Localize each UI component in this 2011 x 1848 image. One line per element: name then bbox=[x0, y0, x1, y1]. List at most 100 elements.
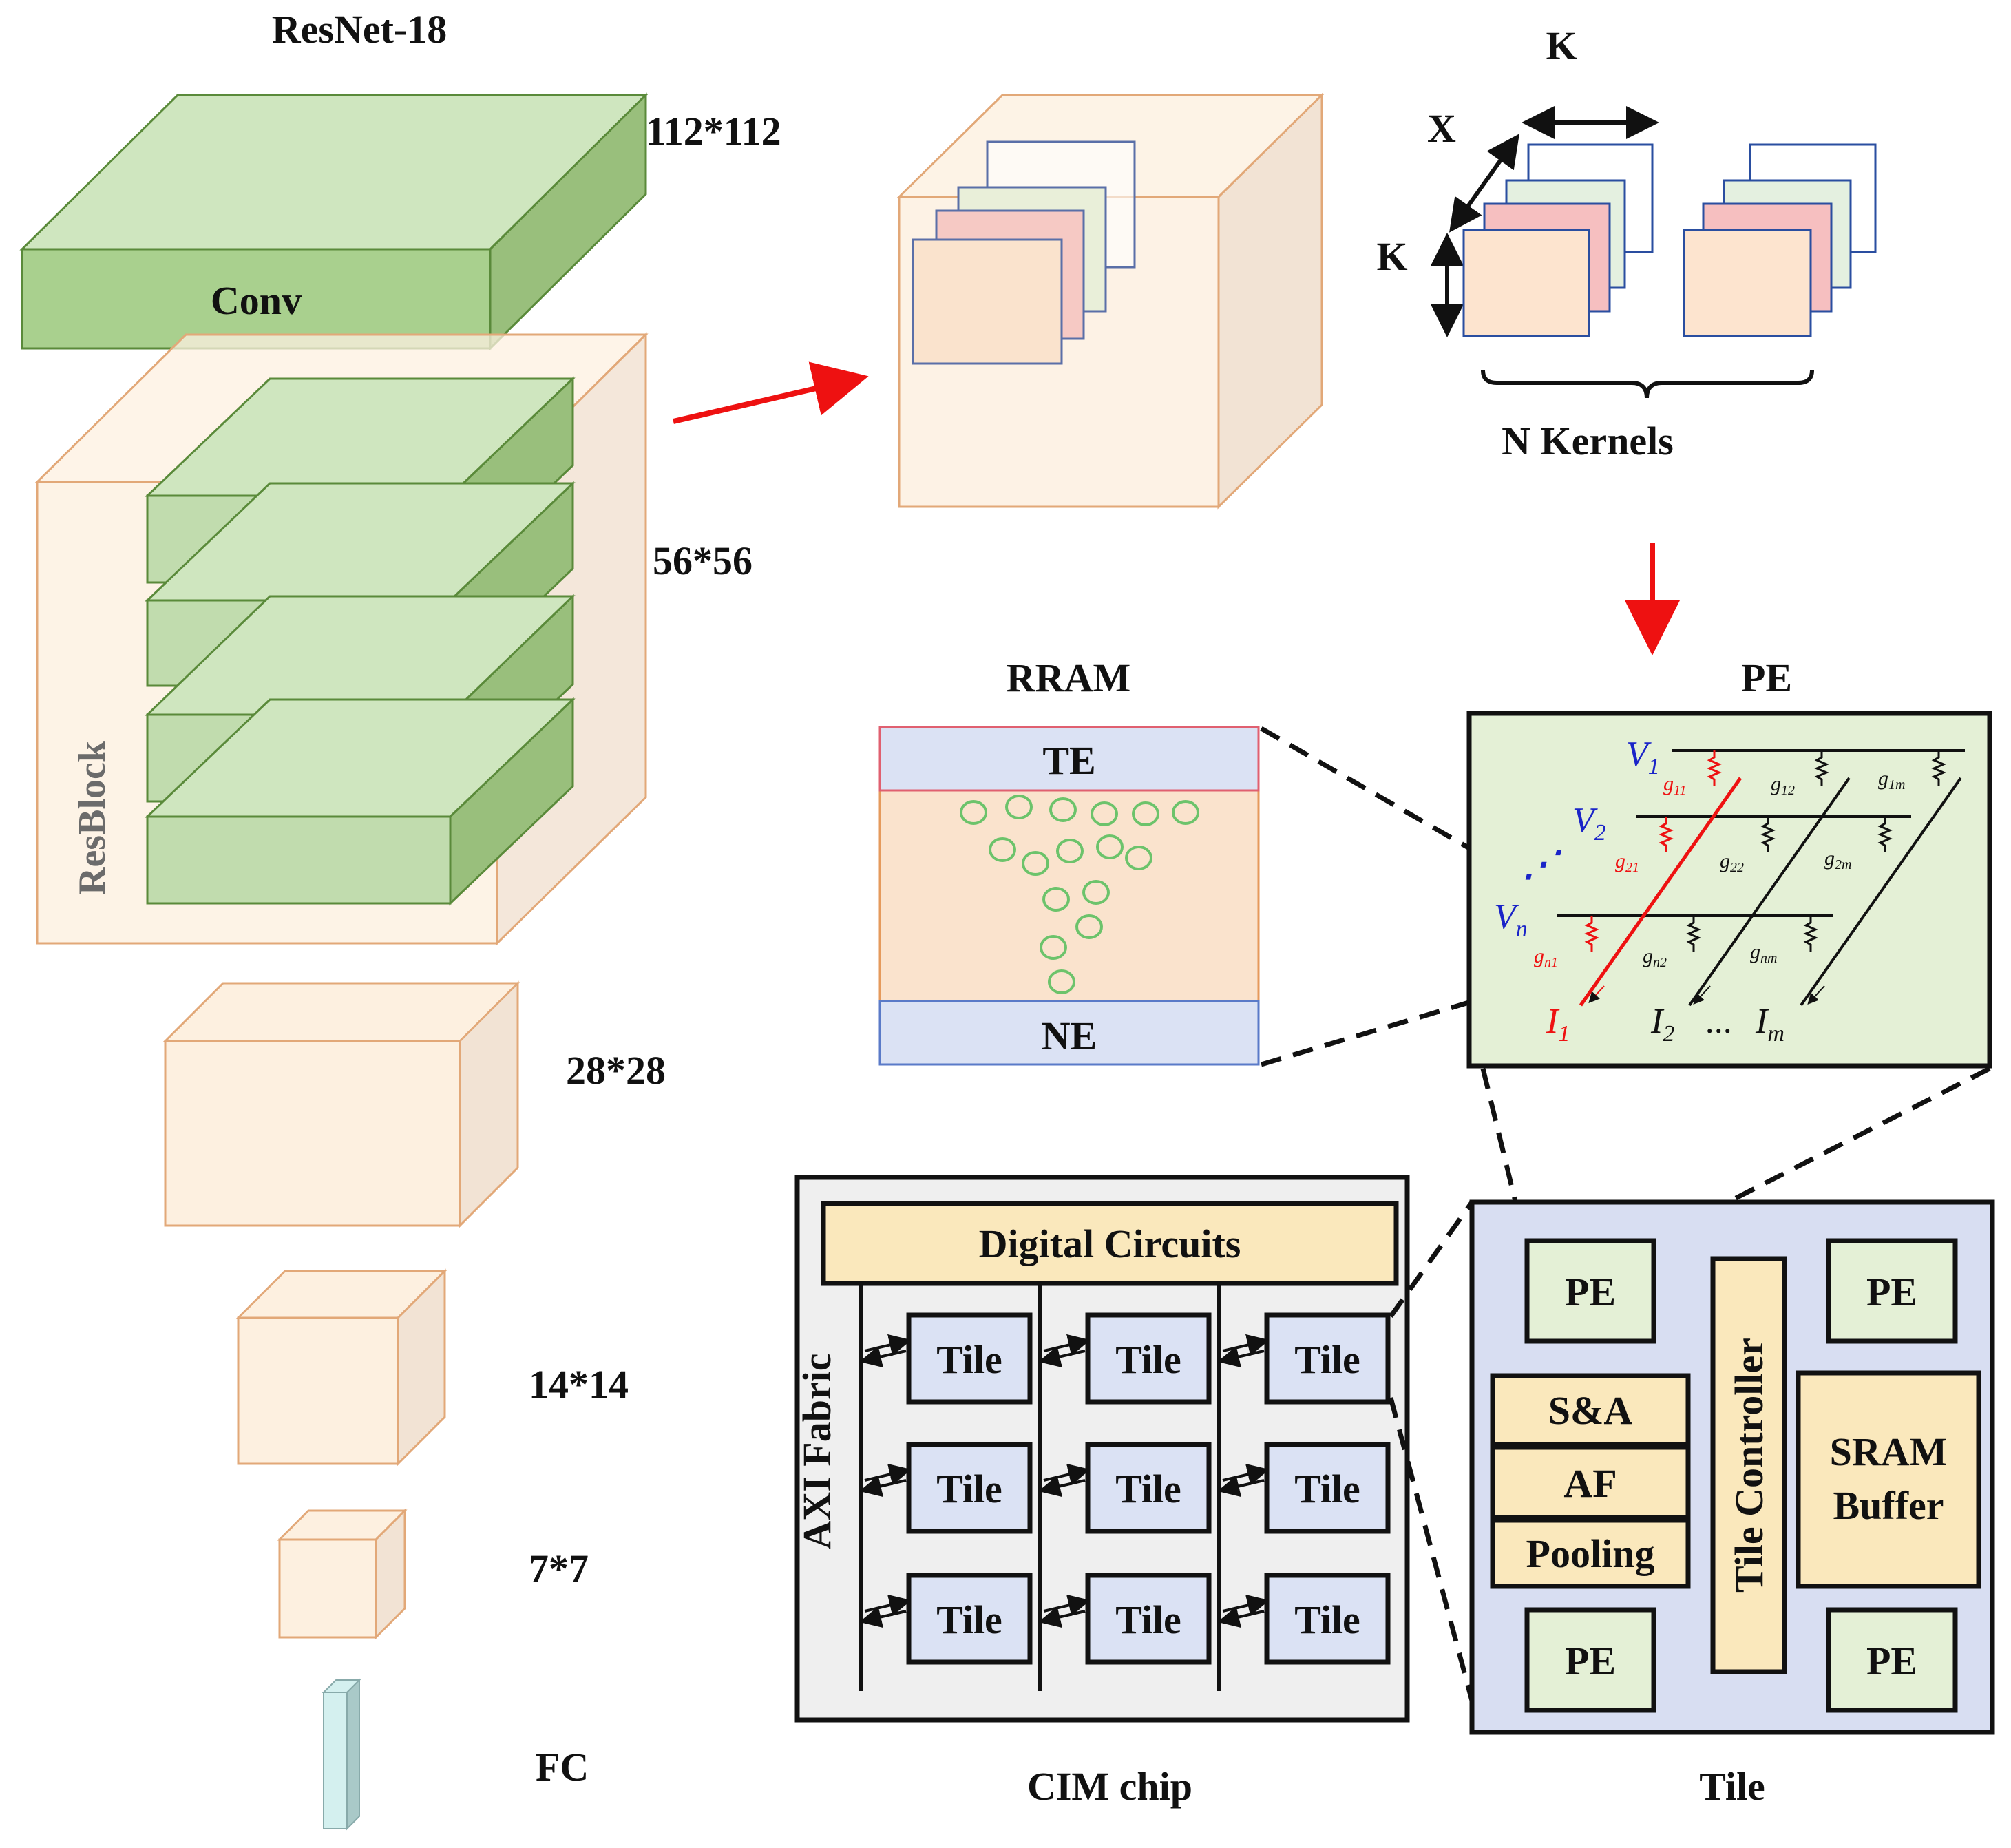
tile-caption: Tile bbox=[1699, 1764, 1765, 1809]
current-arrow-1 bbox=[1588, 985, 1605, 1003]
tile-controller-label: Tile Controller bbox=[1727, 1338, 1771, 1593]
chip-tile-label-5: Tile bbox=[1115, 1467, 1181, 1511]
resistor-g1m bbox=[1931, 750, 1946, 786]
rram-title: RRAM bbox=[1007, 655, 1130, 700]
chip-tile-label-9: Tile bbox=[1294, 1597, 1360, 1642]
tile-pe-1-label: PE bbox=[1565, 1270, 1616, 1314]
sram-buffer-block bbox=[1796, 1370, 1981, 1589]
feature-cube-7 bbox=[277, 1508, 408, 1640]
oxygen-vacancy-3 bbox=[1049, 797, 1077, 822]
pooling-label: Pooling bbox=[1526, 1531, 1655, 1576]
oxygen-vacancy-7 bbox=[989, 837, 1016, 862]
voltage-ellipsis: ⋰ bbox=[1523, 845, 1562, 884]
oxygen-vacancy-15 bbox=[1075, 914, 1103, 939]
te-label: TE bbox=[1042, 738, 1095, 783]
size-label-112: 112*112 bbox=[646, 109, 781, 154]
oxygen-vacancy-6 bbox=[1172, 800, 1199, 825]
tile-connector-6-2 bbox=[1217, 1475, 1265, 1498]
ne-label: NE bbox=[1042, 1014, 1097, 1058]
rram-switching-layer bbox=[878, 788, 1260, 1002]
resistor-g12 bbox=[1814, 750, 1829, 786]
chip-tile-label-3: Tile bbox=[1294, 1337, 1360, 1382]
tile-connector-1-2 bbox=[859, 1345, 907, 1368]
oxygen-vacancy-13 bbox=[1082, 880, 1110, 905]
tile-zoom-line-bottom bbox=[1388, 1397, 1475, 1701]
oxygen-vacancy-8 bbox=[1022, 851, 1049, 876]
resistor-gn1 bbox=[1584, 916, 1599, 952]
conv-label: Conv bbox=[211, 278, 302, 323]
kernel-depth-label: X bbox=[1427, 106, 1456, 151]
conductance-g11: g11 bbox=[1663, 773, 1687, 798]
sram-label-line2: Buffer bbox=[1833, 1483, 1944, 1528]
chip-tile-5 bbox=[1085, 1442, 1212, 1534]
kernel-stacks: K X K N Kernels bbox=[1376, 23, 1877, 463]
oxygen-vacancy-5 bbox=[1132, 801, 1159, 826]
kernel-depth-arrow bbox=[1449, 134, 1519, 233]
rram-top-electrode bbox=[878, 726, 1260, 792]
resistor-g11 bbox=[1707, 750, 1722, 786]
sa-label: S&A bbox=[1548, 1388, 1633, 1433]
current-arrow-m bbox=[1807, 985, 1825, 1005]
af-label: AF bbox=[1563, 1461, 1617, 1506]
axi-fabric-buses bbox=[859, 1283, 1270, 1691]
digital-circuits-label: Digital Circuits bbox=[979, 1221, 1241, 1266]
resnet-title: ResNet-18 bbox=[272, 7, 447, 52]
tile-connector-8-2 bbox=[1038, 1606, 1086, 1628]
feature-cube-28 bbox=[162, 980, 520, 1228]
size-label-7: 7*7 bbox=[529, 1546, 589, 1591]
chip-tile-2 bbox=[1085, 1312, 1212, 1405]
tile-connector-3-2 bbox=[1217, 1345, 1265, 1368]
tile-connector-4-2 bbox=[859, 1475, 907, 1498]
chip-tile-label-1: Tile bbox=[936, 1337, 1002, 1382]
rram-zoom-line-bottom bbox=[1260, 975, 1553, 1067]
oxygen-vacancy-2 bbox=[1005, 795, 1033, 819]
conductance-g22: g22 bbox=[1720, 850, 1744, 875]
conductance-gn2: gn2 bbox=[1643, 945, 1667, 970]
arrow-to-layer-detail bbox=[673, 361, 869, 424]
tile-connector-2-2 bbox=[1038, 1345, 1086, 1368]
bit-line-2 bbox=[1688, 777, 1851, 1007]
fc-label: FC bbox=[536, 1745, 589, 1789]
digital-circuits-box bbox=[821, 1201, 1399, 1286]
tile-zoom-line-top bbox=[1389, 1200, 1474, 1319]
oxygen-vacancy-4 bbox=[1091, 801, 1118, 826]
chip-tile-1 bbox=[906, 1312, 1033, 1405]
n-kernels-brace bbox=[1481, 370, 1814, 399]
layer-detail-cube bbox=[896, 92, 1325, 510]
chip-tile-label-2: Tile bbox=[1115, 1337, 1181, 1382]
resistor-gnm bbox=[1803, 916, 1818, 952]
chip-tile-9 bbox=[1264, 1573, 1391, 1665]
kernel-stack-2 bbox=[1683, 143, 1877, 337]
tile-controller-block bbox=[1710, 1256, 1787, 1674]
conductance-g21: g21 bbox=[1615, 850, 1639, 875]
tile-pe-2 bbox=[1826, 1238, 1958, 1344]
voltage-vn: Vn bbox=[1494, 897, 1528, 942]
chip-tile-label-8: Tile bbox=[1115, 1597, 1181, 1642]
resblock-inner-layers bbox=[145, 376, 576, 906]
conv-layer-block: Conv bbox=[19, 92, 649, 351]
kernel-height-label: K bbox=[1376, 234, 1407, 279]
rram-zoom-line-top bbox=[1260, 726, 1564, 905]
chip-tile-label-6: Tile bbox=[1294, 1467, 1360, 1511]
tile-pe-3 bbox=[1524, 1607, 1656, 1713]
axi-fabric-label: AXI Fabric bbox=[794, 1353, 839, 1549]
tile-pe-4-label: PE bbox=[1866, 1639, 1917, 1683]
oxygen-vacancy-12 bbox=[1042, 887, 1070, 912]
tile-pe-4 bbox=[1826, 1607, 1958, 1713]
sram-label-line1: SRAM bbox=[1830, 1429, 1948, 1474]
resistor-gn2 bbox=[1686, 916, 1701, 952]
pe-crossbar: PE V1 V2 ⋰ Vn g11 g12 g1m g21 g22 g2m gn… bbox=[1466, 655, 1992, 1069]
oxygen-vacancy-1 bbox=[960, 800, 987, 825]
tile-connector-9-2 bbox=[1217, 1606, 1265, 1628]
conductance-g12: g12 bbox=[1771, 773, 1795, 798]
chip-tile-label-7: Tile bbox=[936, 1597, 1002, 1642]
kernel-stack-1 bbox=[1462, 143, 1654, 337]
tile-pe-2-label: PE bbox=[1866, 1270, 1917, 1314]
resnet-18-stack: ResNet-18 Conv 112*112 bbox=[19, 7, 781, 1831]
chip-tile-7 bbox=[906, 1573, 1033, 1665]
kernel-width-label: K bbox=[1546, 23, 1577, 68]
resistor-g2m bbox=[1877, 817, 1893, 852]
tile-pe-1 bbox=[1524, 1238, 1656, 1344]
